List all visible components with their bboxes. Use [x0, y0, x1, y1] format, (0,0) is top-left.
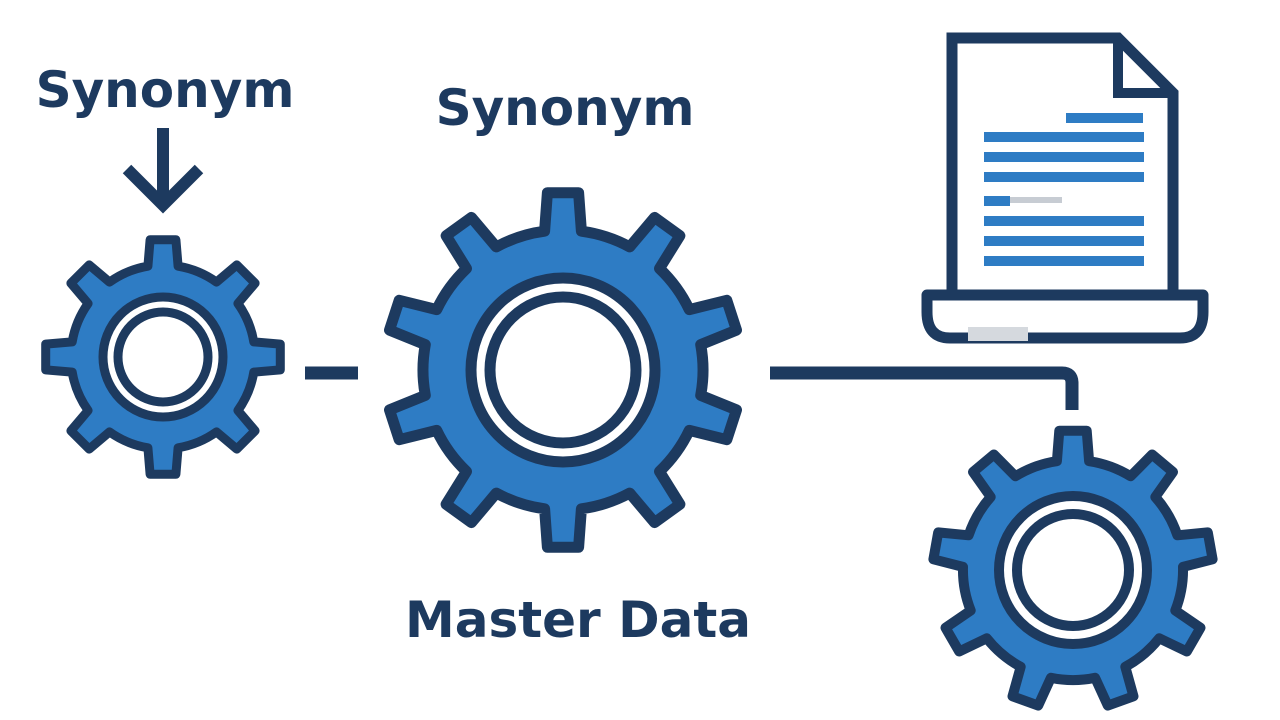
gear-icon [928, 425, 1218, 711]
center-synonym-label: Synonym [436, 79, 695, 137]
document-icon [946, 32, 1179, 316]
gear-icon [384, 187, 742, 553]
gear-hole [484, 291, 642, 449]
arrow-down-icon [122, 128, 204, 214]
document-lines [984, 113, 1144, 266]
laptop-icon [921, 32, 1209, 344]
gear-to-gear-connector [770, 366, 1079, 410]
gear-icon [41, 235, 285, 479]
master-data-label: Master Data [405, 591, 751, 649]
left-synonym-label: Synonym [36, 61, 295, 119]
connector-lines [305, 366, 1079, 410]
gear-hole [113, 307, 213, 407]
gear-hole [1012, 509, 1134, 631]
